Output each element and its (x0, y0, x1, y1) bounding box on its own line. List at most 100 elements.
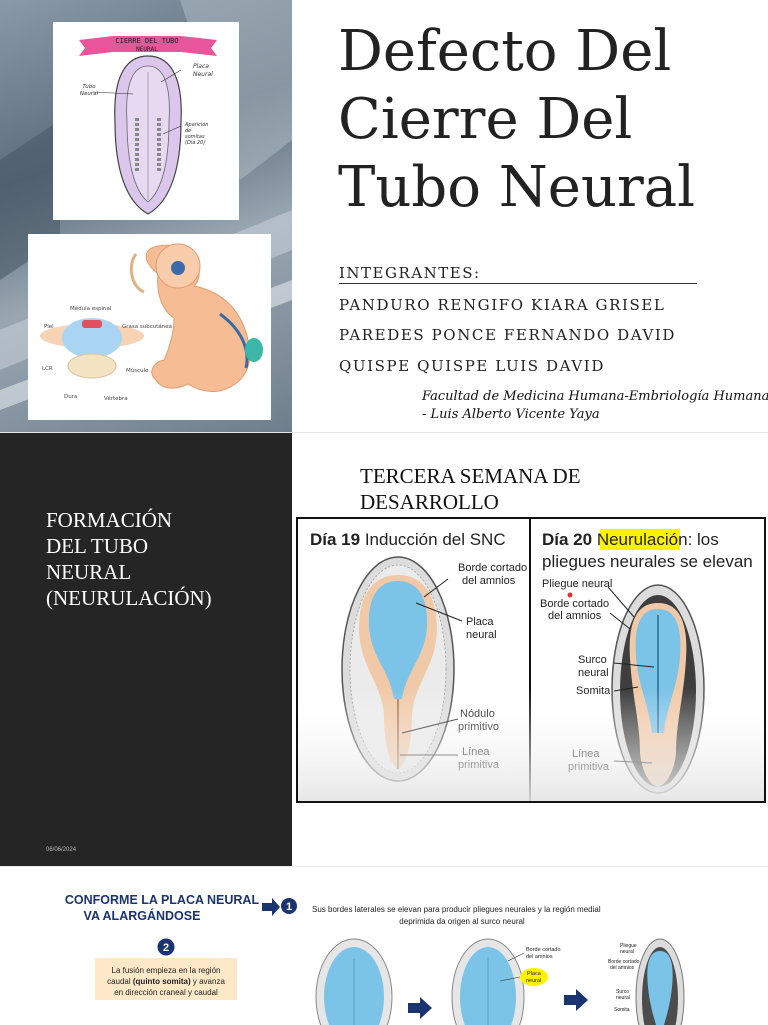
panel-day19: Día 19 Inducción del SNC Borde cortado d… (310, 530, 527, 782)
step-badge (281, 898, 297, 914)
step1-text-line: Sus bordes laterales se elevan para prod… (312, 905, 601, 914)
week-subtitle-line: DESARROLLO (360, 490, 499, 514)
step2-text-bold: (quinto somita) (133, 977, 191, 986)
integrantes-divider (339, 283, 697, 284)
integrantes-label: INTEGRANTES: (339, 264, 481, 282)
dark-side-panel: FORMACIÓN DEL TUBO NEURAL (NEURULACIÓN) … (0, 433, 292, 866)
neural-plate-slide: CONFORME LA PLACA NEURAL VA ALARGÁNDOSE … (0, 866, 768, 1025)
spine-label-piel: Piel (44, 324, 54, 330)
day20-title-line2: pliegues neurales se elevan (542, 552, 753, 571)
placa-neural-highlight (520, 968, 548, 986)
right-label: del amnios (610, 965, 635, 971)
slide3-title-line: CONFORME LA PLACA NEURAL (65, 893, 260, 907)
section-heading-line: FORMACIÓN (46, 508, 173, 532)
day19-label: Borde cortado (458, 562, 527, 574)
member-name: PANDURO RENGIFO KIARA GRISEL (339, 296, 666, 314)
slide3-title-line: VA ALARGÁNDOSE (84, 908, 201, 923)
day20-label: Borde cortado (540, 598, 609, 610)
mid-label: del amnios (526, 954, 553, 960)
svg-text:Día 19 Inducción del SNC: Día 19 Inducción del SNC (310, 530, 506, 549)
member-name: PAREDES PONCE FERNANDO DAVID (339, 326, 677, 344)
sketch-banner-line2: NEURAL (136, 46, 158, 53)
day19-label: primitivo (458, 721, 499, 733)
mid-label: neural (526, 978, 541, 984)
neural-plate-diagram: CONFORME LA PLACA NEURAL VA ALARGÁNDOSE … (65, 893, 685, 1025)
week-subtitle: TERCERA SEMANA DE DESARROLLO (360, 463, 660, 515)
mid-label: Borde cortado (526, 947, 561, 953)
day20-label: Pliegue neural (542, 578, 612, 590)
arrow-right-icon (262, 898, 280, 916)
right-label: neural (616, 995, 630, 1001)
svg-text:Neural: Neural (193, 71, 213, 78)
right-label: Borde cortado (608, 959, 640, 965)
neural-tube-sketch: CIERRE DEL TUBO NEURAL Tubo Neural Placa… (53, 22, 239, 220)
title-slide: CIERRE DEL TUBO NEURAL Tubo Neural Placa… (0, 0, 768, 432)
title-slide-image-panel: CIERRE DEL TUBO NEURAL Tubo Neural Placa… (0, 0, 292, 432)
day19-label: del amnios (462, 575, 516, 587)
day20-label: Línea (572, 748, 600, 760)
svg-text:Día 20 Neurulación: los: Día 20 Neurulación: los (542, 530, 719, 549)
day19-label: Nódulo (460, 708, 495, 720)
day20-label: Somita (576, 685, 611, 697)
step1-number: 1 (286, 901, 292, 913)
section-heading-line: (NEURULACIÓN) (46, 586, 212, 610)
slide-title: Defecto Del Cierre Del Tubo Neural (338, 18, 695, 222)
step2-text-line3: en dirección craneal y caudal (114, 988, 218, 997)
day20-label: Surco (578, 654, 607, 666)
day19-title-rest: Inducción del SNC (360, 530, 506, 549)
section-heading: FORMACIÓN DEL TUBO NEURAL (NEURULACIÓN) (46, 507, 276, 611)
caption-line: Facultad de Medicina Humana-Embriología … (422, 389, 768, 404)
day19-label: primitiva (458, 759, 500, 771)
spine-label-vertebra: Vértebra (104, 395, 128, 402)
arrow-right-icon (564, 989, 588, 1011)
section-heading-line: DEL TUBO (46, 534, 149, 558)
day20-label: neural (578, 667, 609, 679)
slide-title-line: Defecto Del (338, 19, 672, 84)
step2-number: 2 (163, 942, 169, 954)
day20-title-highlight: Neurulación (597, 530, 688, 549)
faculty-caption: Facultad de Medicina Humana-Embriología … (422, 388, 768, 424)
step1-text-line: deprimida da origen al surco neural (399, 917, 525, 926)
day19-label: Línea (462, 746, 490, 758)
right-label: Surco (616, 989, 629, 995)
sketch-label-placa: Placa (193, 63, 209, 70)
right-label: neural (620, 949, 634, 955)
spine-label-grasa: Grasa subcutánea (122, 323, 172, 330)
step-badge (157, 938, 175, 956)
right-label: Pliegue (620, 943, 637, 949)
neurulation-slide: FORMACIÓN DEL TUBO NEURAL (NEURULACIÓN) … (0, 432, 768, 866)
day20-title-rest: : los (688, 530, 719, 549)
day20-label: del amnios (548, 610, 602, 622)
slide-title-line: Cierre Del (338, 87, 633, 152)
sketch-label-tubo: Tubo (82, 84, 96, 90)
spine-label-lcr: LCR (42, 366, 53, 372)
step2-text-line1: La fusión empieza en la región (112, 966, 221, 975)
spine-label-dura: Dura (64, 394, 77, 400)
step2-box (95, 958, 237, 1000)
day19-label: neural (466, 629, 497, 641)
step2-text-line2: caudal (quinto somita) y avanza (107, 977, 225, 986)
spine-label-musculo: Músculo (126, 367, 149, 374)
svg-text:de: de (185, 128, 191, 134)
neurulation-figure: Día 19 Inducción del SNC Borde cortado d… (296, 517, 766, 803)
day19-label: Placa (466, 616, 494, 628)
sketch-label-somitas: Aparición (184, 121, 208, 128)
right-label: Somita (614, 1007, 630, 1013)
embryo-stage-3: Pliegue neural Borde cortado del amnios … (608, 938, 685, 1025)
spine-label-medula: Médula espinal (70, 305, 112, 312)
spina-bifida-illustration: Médula espinal Piel Grasa subcutánea LCR… (28, 234, 271, 420)
mid-label: Placa (527, 971, 542, 977)
slide-date: 06/06/2024 (46, 847, 77, 853)
svg-text:Neural: Neural (80, 91, 99, 97)
embryo-stage-1 (315, 938, 393, 1025)
step2-text-part: y avanza (191, 977, 226, 986)
panel-day20: Día 20 Neurulación: los pliegues neurale… (540, 529, 753, 794)
arrow-right-icon (408, 997, 432, 1019)
section-heading-line: NEURAL (46, 560, 132, 584)
sketch-banner-line1: CIERRE DEL TUBO (115, 37, 178, 45)
embryo-stage-2: Borde cortado del amnios Placa neural (451, 938, 561, 1025)
svg-text:(Día 20): (Día 20) (185, 139, 205, 146)
day20-label: primitiva (568, 761, 610, 773)
caption-line: - Luis Alberto Vicente Yaya (422, 407, 600, 422)
week-subtitle-line: TERCERA SEMANA DE (360, 464, 581, 488)
